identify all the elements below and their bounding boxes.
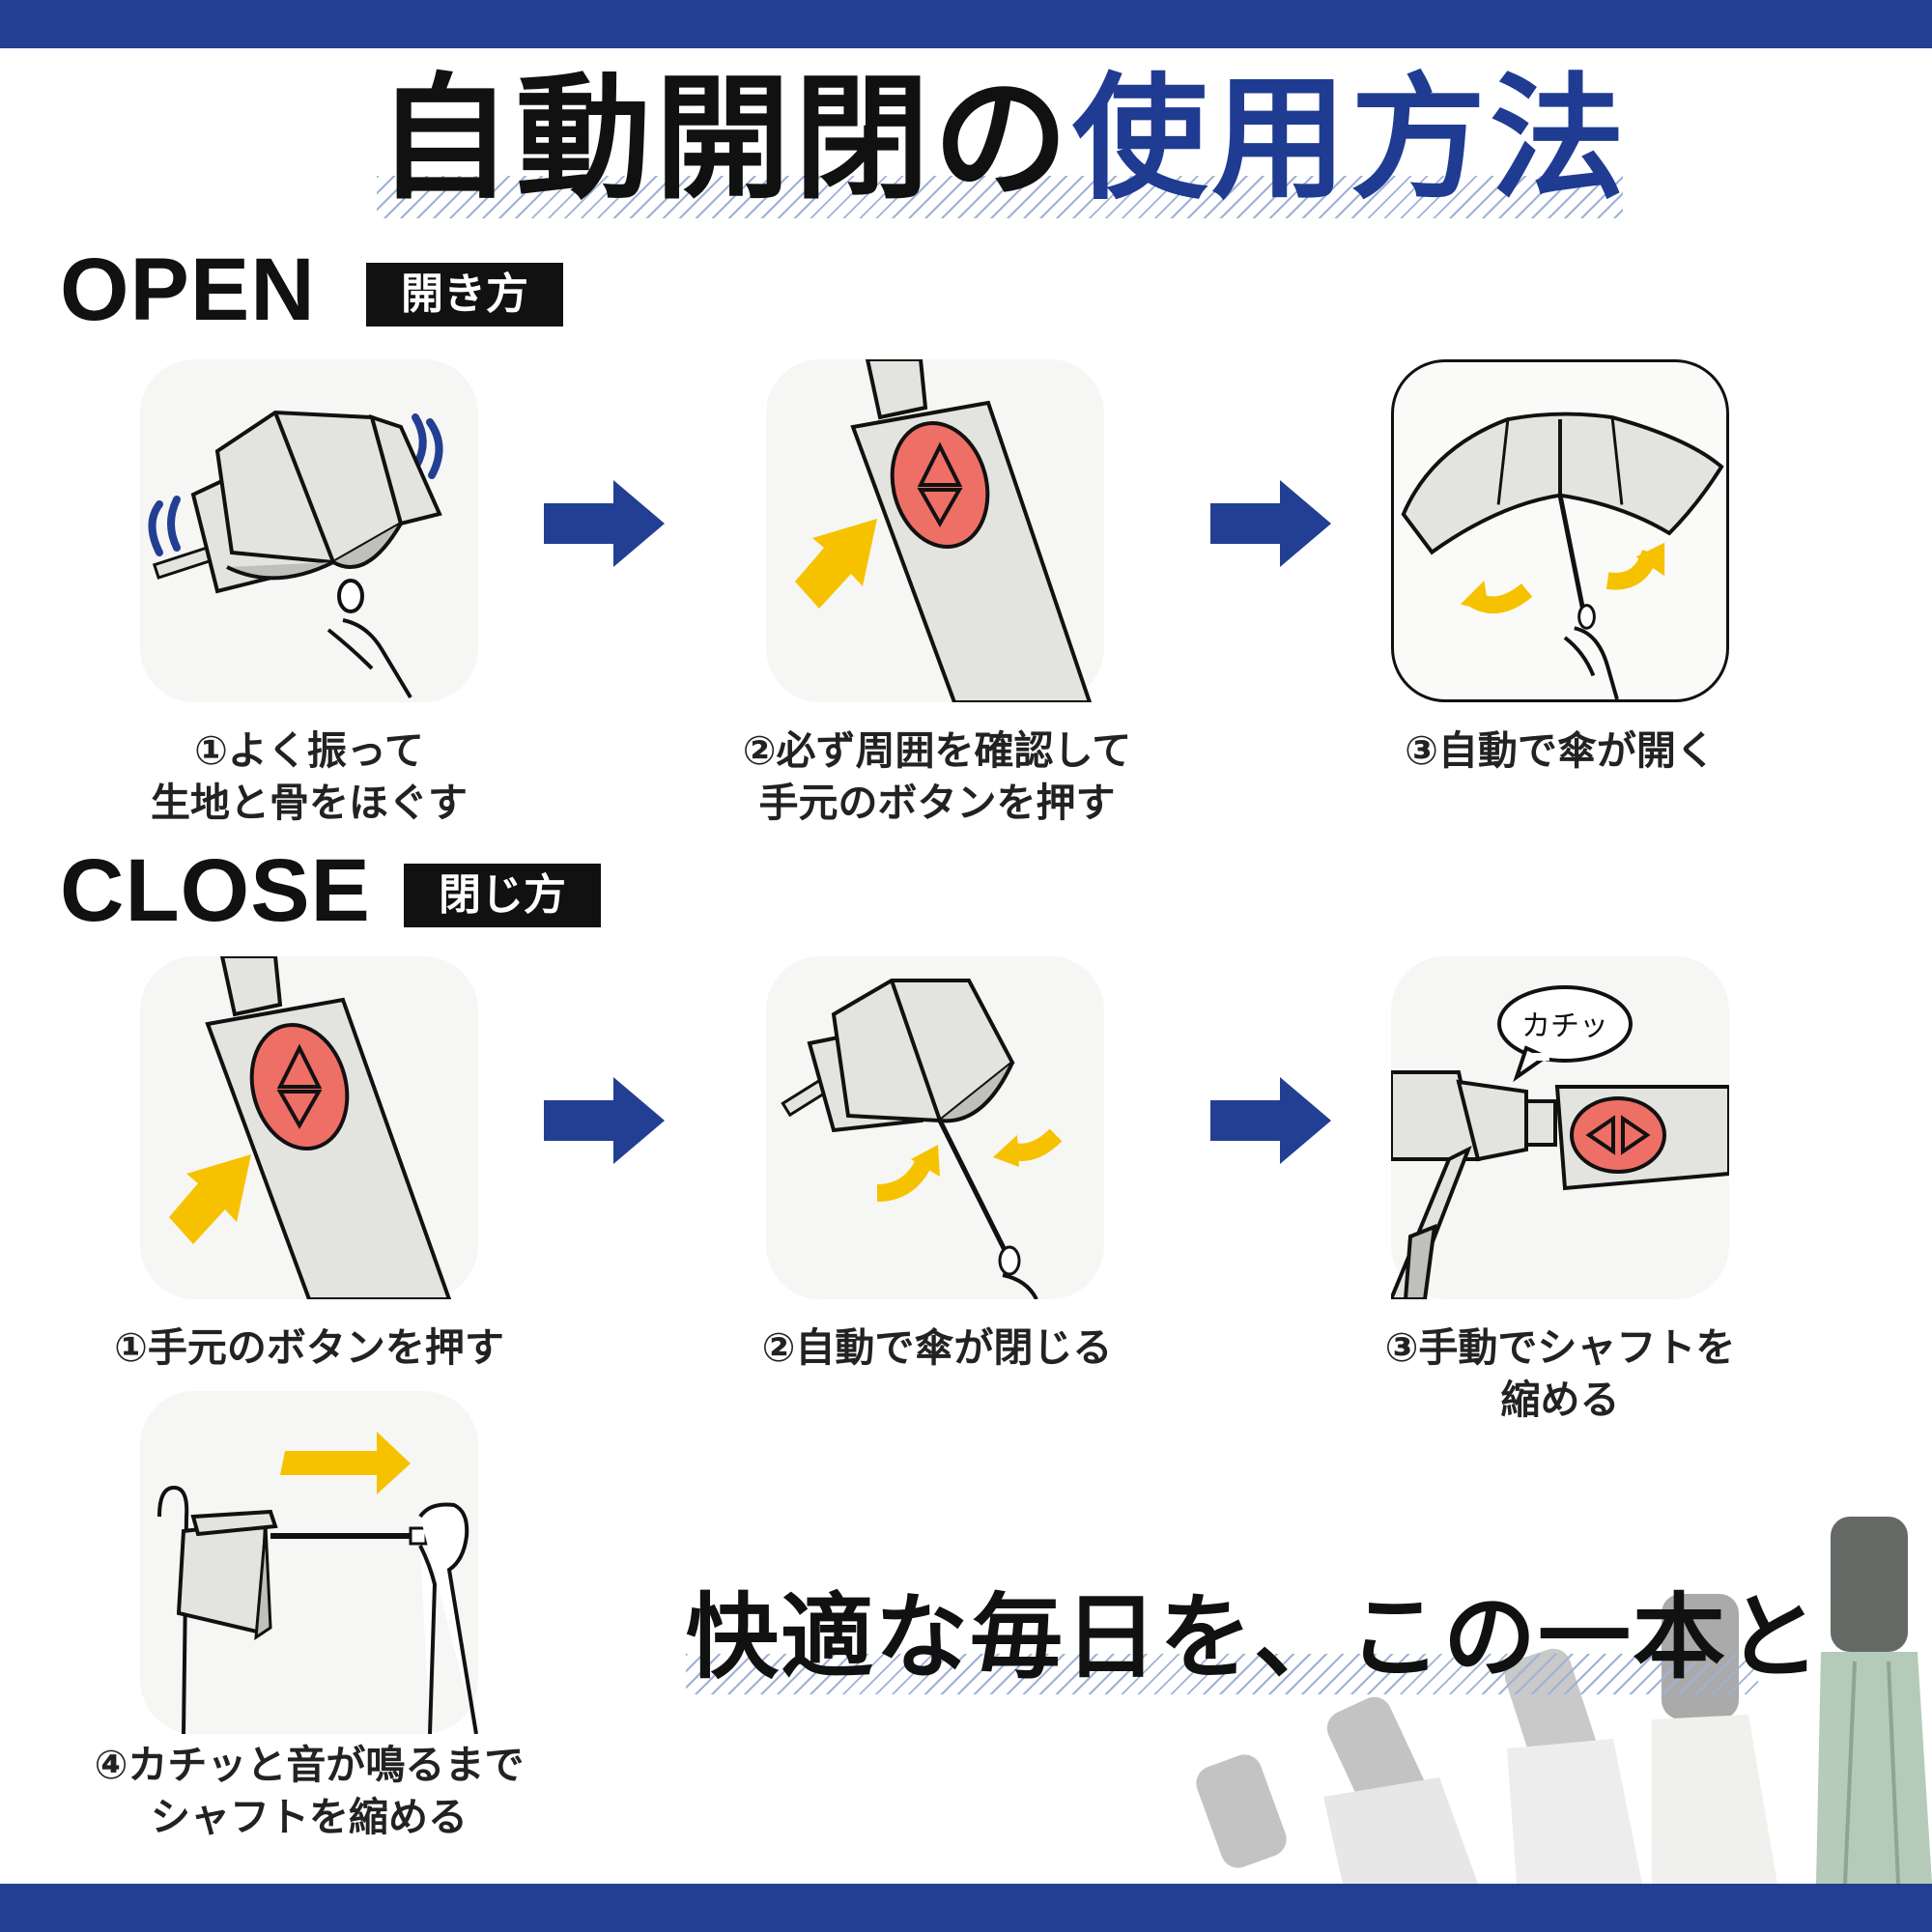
close-step1-caption: ①手元のボタンを押す	[92, 1321, 526, 1374]
open-step2-illustration	[766, 359, 1104, 702]
open-heading: OPEN 開き方	[60, 242, 601, 338]
open-step1-caption: ①よく振って 生地と骨をほぐす	[92, 724, 526, 829]
title-blue: 使用方法	[1072, 61, 1630, 218]
top-bar	[0, 0, 1932, 48]
open-step2-caption: ②必ず周囲を確認して 手元のボタンを押す	[715, 724, 1159, 829]
caption-line: シャフトを縮める	[151, 1794, 468, 1840]
open-step3-caption: ③自動で傘が開く	[1352, 724, 1768, 777]
caption-line: ①手元のボタンを押す	[114, 1324, 504, 1371]
title-hatch	[377, 176, 1623, 218]
caption-line: 生地と骨をほぐす	[151, 780, 468, 826]
tagline-hatch	[686, 1654, 1758, 1694]
close-heading: CLOSE 閉じ方	[60, 842, 639, 939]
close-step4-illustration	[140, 1391, 478, 1734]
open-tag: 開き方	[366, 263, 563, 327]
close-step2-illustration	[766, 956, 1104, 1299]
close-step2-caption: ②自動で傘が閉じる	[734, 1321, 1140, 1374]
arrow-right-icon	[544, 480, 665, 567]
arrow-right-icon	[1210, 480, 1331, 567]
close-step3-caption: ③手動でシャフトを 縮める	[1352, 1321, 1768, 1426]
close-step3-illustration: カチッ	[1391, 956, 1729, 1299]
close-label: CLOSE	[60, 841, 371, 940]
tagline-text: 快適な毎日を、この一本と	[686, 1583, 1822, 1691]
open-label: OPEN	[60, 241, 316, 339]
speech-bubble-text: カチッ	[1521, 1009, 1608, 1043]
tagline: 快適な毎日を、この一本と	[686, 1583, 1822, 1700]
close-tag: 閉じ方	[404, 864, 601, 927]
open-step1-illustration	[140, 359, 478, 702]
caption-line: ②自動で傘が閉じる	[761, 1324, 1113, 1371]
caption-line: ①よく振って	[194, 727, 424, 774]
caption-line: ③自動で傘が開く	[1405, 727, 1716, 774]
close-step1-illustration	[140, 956, 478, 1299]
close-step4-caption: ④カチッと音が鳴るまで シャフトを縮める	[77, 1739, 541, 1843]
arrow-right-icon	[1210, 1077, 1331, 1164]
caption-line: ③手動でシャフトを	[1384, 1324, 1736, 1371]
caption-line: 縮める	[1500, 1377, 1620, 1423]
title-dark: 自動開閉の	[377, 61, 1073, 218]
caption-line: ②必ず周囲を確認して	[742, 727, 1132, 774]
open-step3-illustration	[1391, 359, 1729, 702]
page-title: 自動開閉の使用方法	[377, 68, 1625, 222]
bottom-bar	[0, 1884, 1932, 1932]
arrow-right-icon	[544, 1077, 665, 1164]
caption-line: 手元のボタンを押す	[758, 780, 1116, 826]
caption-line: ④カチッと音が鳴るまで	[94, 1742, 525, 1788]
